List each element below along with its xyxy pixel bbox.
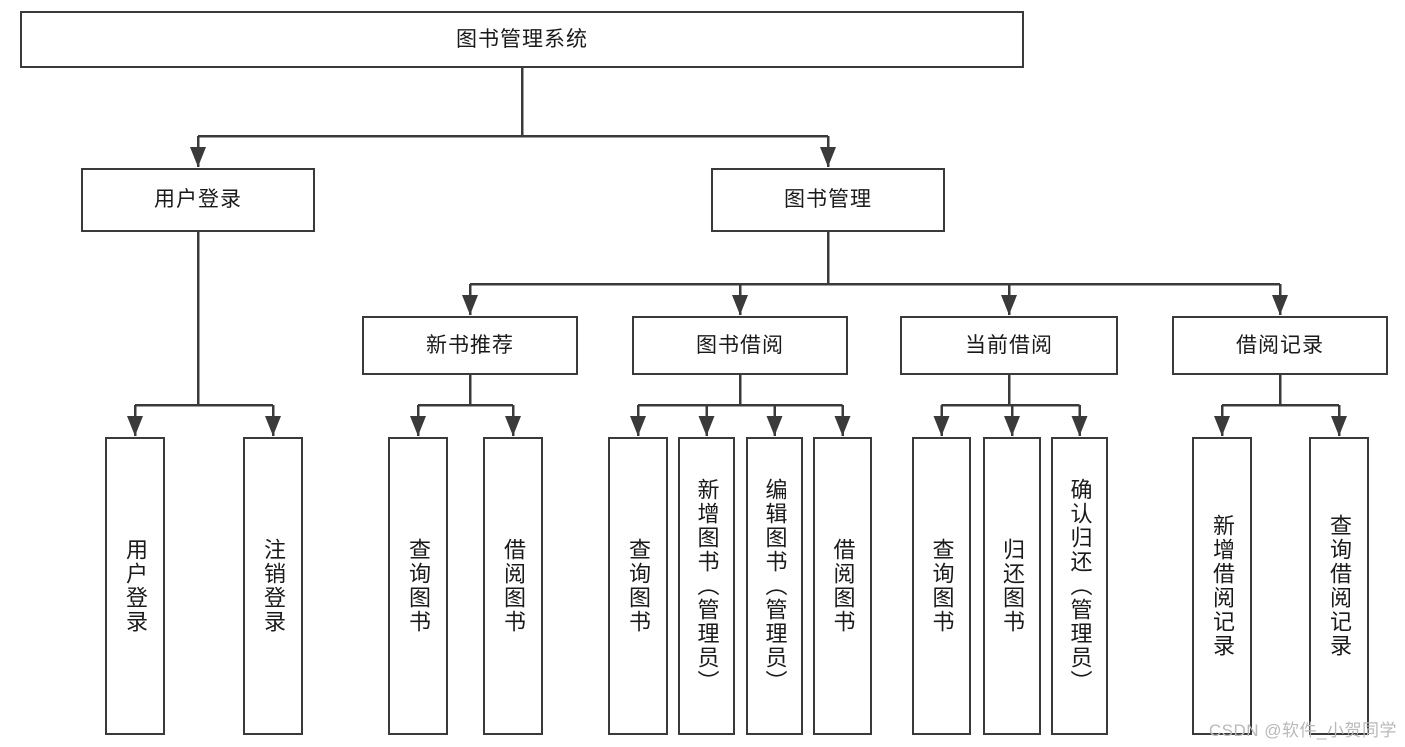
arrowhead-icon: [820, 147, 836, 167]
node-root[interactable]: 图书管理系统: [20, 11, 1024, 68]
arrowhead-icon: [127, 416, 143, 436]
node-label: 查询借阅记录: [1326, 514, 1352, 658]
node-label: 注销登录: [260, 538, 286, 634]
arrowhead-icon: [410, 416, 426, 436]
node-label: 编辑图书（管理员）: [762, 478, 788, 694]
node-label: 确认归还（管理员）: [1067, 478, 1093, 694]
node-label: 归还图书: [999, 538, 1025, 634]
node-label: 查询图书: [625, 538, 651, 634]
arrowhead-icon: [698, 416, 715, 436]
watermark-text: CSDN @软件_小贺同学: [1208, 721, 1397, 740]
arrowhead-icon: [1004, 416, 1020, 436]
node-label: 用户登录: [154, 188, 242, 212]
node-label: 借阅图书: [830, 538, 856, 634]
arrowhead-icon: [462, 295, 478, 315]
node-l-ret[interactable]: 归还图书: [983, 437, 1041, 735]
node-current[interactable]: 当前借阅: [900, 316, 1118, 375]
node-label: 图书借阅: [696, 333, 784, 357]
arrowhead-icon: [1001, 295, 1017, 315]
node-label: 用户登录: [122, 538, 148, 634]
node-l-qrec[interactable]: 查询借阅记录: [1309, 437, 1369, 735]
node-l-q1[interactable]: 查询图书: [388, 437, 448, 735]
node-label: 新书推荐: [426, 333, 514, 357]
arrowhead-icon: [505, 416, 521, 436]
node-label: 新增图书（管理员）: [694, 478, 720, 694]
node-l-userlogin[interactable]: 用户登录: [105, 437, 165, 735]
arrowhead-icon: [732, 295, 748, 315]
node-l-b1[interactable]: 借阅图书: [483, 437, 543, 735]
arrowhead-icon: [1071, 416, 1088, 436]
arrowhead-icon: [1214, 416, 1230, 436]
arrowhead-icon: [834, 416, 851, 436]
node-login[interactable]: 用户登录: [81, 168, 315, 232]
node-l-logout[interactable]: 注销登录: [243, 437, 303, 735]
node-l-add[interactable]: 新增图书（管理员）: [678, 437, 735, 735]
arrowhead-icon: [1272, 295, 1288, 315]
node-label: 查询图书: [929, 538, 955, 634]
node-label: 当前借阅: [965, 333, 1053, 357]
node-l-edit[interactable]: 编辑图书（管理员）: [746, 437, 803, 735]
arrowhead-icon: [1331, 416, 1347, 436]
node-label: 查询图书: [405, 538, 431, 634]
arrowhead-icon: [630, 416, 646, 436]
node-label: 新增借阅记录: [1209, 514, 1235, 658]
node-label: 借阅图书: [500, 538, 526, 634]
node-borrow[interactable]: 图书借阅: [632, 316, 848, 375]
node-records[interactable]: 借阅记录: [1172, 316, 1388, 375]
node-l-b2[interactable]: 借阅图书: [813, 437, 872, 735]
node-label: 图书管理: [784, 188, 872, 212]
arrowhead-icon: [766, 416, 783, 436]
arrowhead-icon: [265, 416, 281, 436]
node-l-q3[interactable]: 查询图书: [912, 437, 971, 735]
node-label: 借阅记录: [1236, 333, 1324, 357]
arrowhead-icon: [190, 147, 206, 167]
node-newbook[interactable]: 新书推荐: [362, 316, 578, 375]
node-label: 图书管理系统: [456, 27, 588, 51]
node-l-q2[interactable]: 查询图书: [608, 437, 668, 735]
node-l-conf[interactable]: 确认归还（管理员）: [1051, 437, 1108, 735]
arrowhead-icon: [933, 416, 950, 436]
node-l-addrec[interactable]: 新增借阅记录: [1192, 437, 1252, 735]
node-books[interactable]: 图书管理: [711, 168, 945, 232]
